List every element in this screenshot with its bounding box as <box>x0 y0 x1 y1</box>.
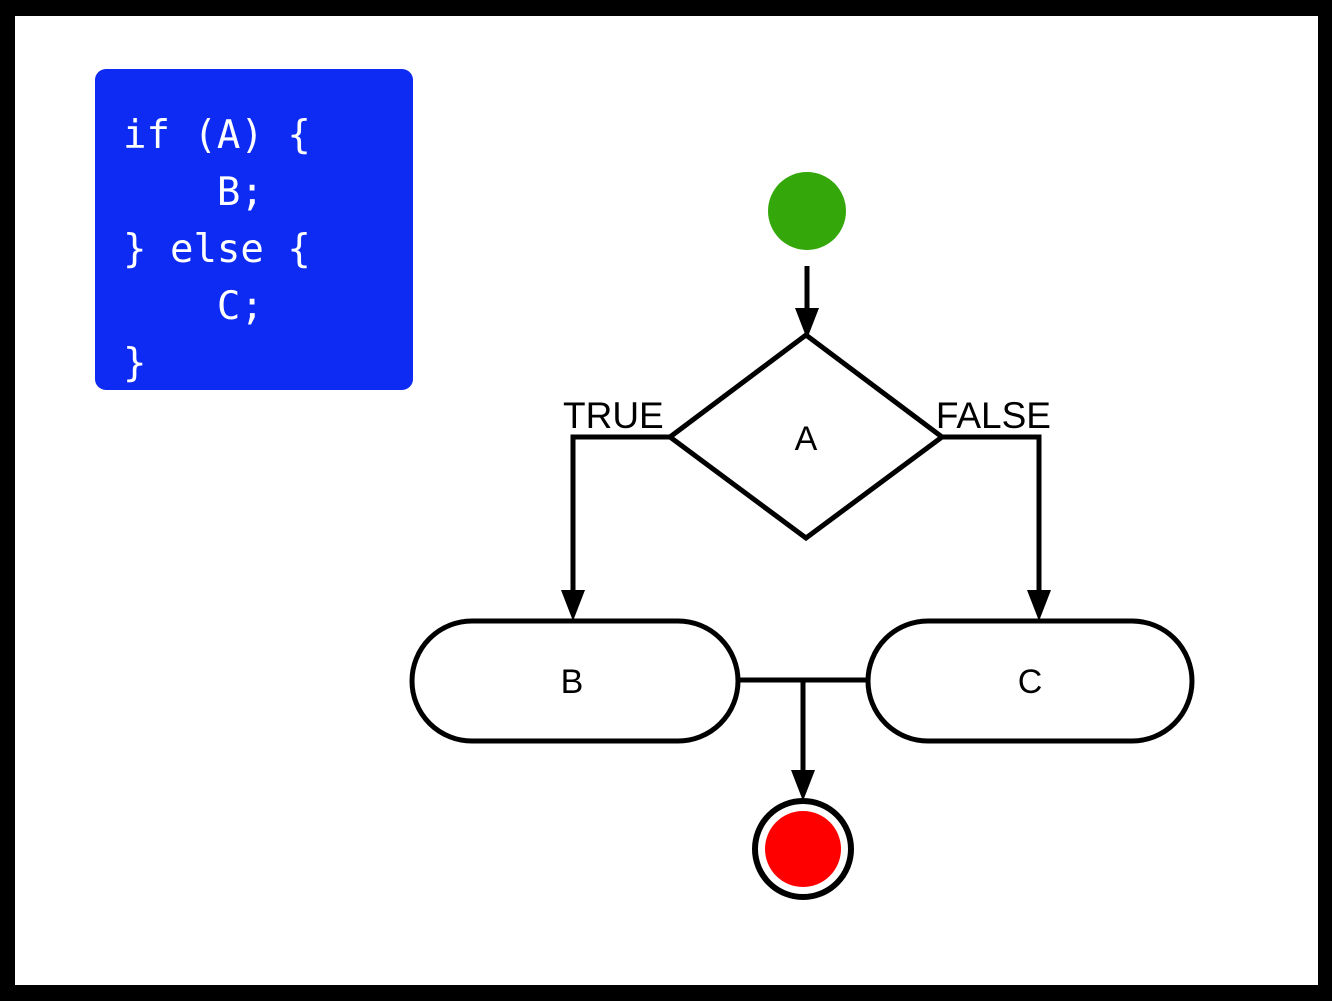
stadium-shape <box>409 618 741 744</box>
process-node-b-label: B <box>561 663 584 701</box>
decision-node-label: A <box>795 420 818 458</box>
arrowhead-icon <box>791 770 815 801</box>
decision-node-a[interactable]: A <box>665 331 947 542</box>
arrowhead-icon <box>561 590 585 621</box>
end-node[interactable] <box>752 798 854 900</box>
process-node-c[interactable]: C <box>865 618 1195 744</box>
edge-merge-to-end <box>738 677 868 801</box>
code-snippet-panel: if (A) { B; } else { C; } <box>95 69 413 390</box>
edge-decision-to-c <box>942 434 1051 621</box>
edge-start-to-decision <box>795 266 819 339</box>
end-node-core <box>765 811 841 887</box>
process-node-b[interactable]: B <box>409 618 741 744</box>
slide-canvas: if (A) { B; } else { C; } <box>15 16 1318 985</box>
edge-label-true: TRUE <box>563 395 664 436</box>
edge-label-false: FALSE <box>936 395 1051 436</box>
process-node-c-label: C <box>1018 663 1043 701</box>
edge-line <box>570 434 670 606</box>
edge-decision-to-b <box>561 434 670 621</box>
diamond-shape <box>665 331 947 542</box>
flowchart-diagram: A TRUE FALSE B C <box>409 172 1195 900</box>
start-node[interactable] <box>768 172 846 250</box>
arrowhead-icon <box>1027 590 1051 621</box>
arrowhead-icon <box>795 308 819 339</box>
edge-line <box>942 434 1042 606</box>
code-snippet-text: if (A) { B; } else { C; } <box>123 113 311 386</box>
stadium-shape <box>865 618 1195 744</box>
